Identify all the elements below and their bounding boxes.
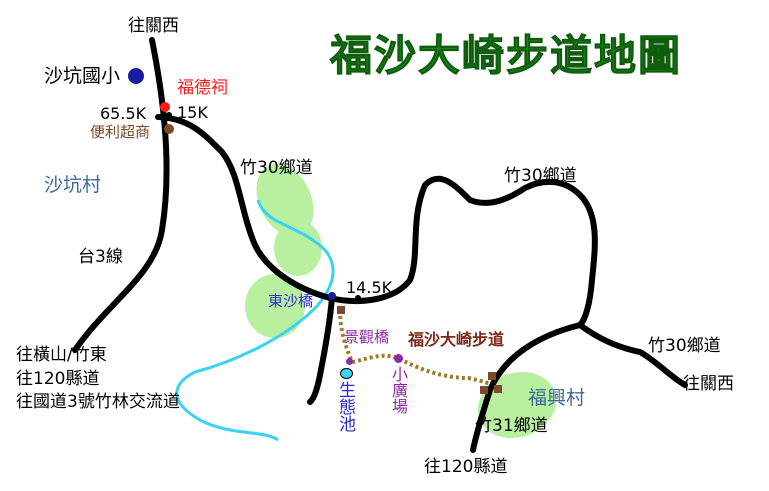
trail-path [338,309,491,386]
label-route-3: 台3線 [78,247,123,267]
label-trail-name: 福沙大崎步道 [408,330,505,349]
label-km-65-5: 65.5K [100,104,147,123]
label-fude-temple: 福德祠 [177,78,228,98]
label-to-county120-bottom: 往120縣道 [424,457,508,477]
label-dongsha-bridge: 東沙橋 [268,292,314,310]
trailhead-square-icon-3 [480,386,488,394]
school-icon [128,68,144,84]
eco-pond-icon [340,368,353,379]
trailhead-square-icon-4 [494,385,502,393]
label-to-guanxi-top: 往關西 [128,16,179,36]
road-bamboo30-right [577,322,688,388]
label-to-nat3: 往國道3號竹林交流道 [16,392,180,412]
label-shakeng-school: 沙坑國小 [44,65,121,87]
road-bamboo31 [470,322,583,453]
label-bamboo31: 竹31鄉道 [475,416,548,436]
label-bamboo30-top-right: 竹30鄉道 [504,166,577,186]
label-fuxing-village: 福興村 [528,387,586,409]
label-bamboo30-upper: 竹30鄉道 [240,158,313,178]
plaza-icon [394,354,403,363]
label-to-guanxi-right: 往關西 [683,374,734,394]
store-icon [164,124,174,134]
junction-dot-icon [166,112,172,118]
jingguan-bridge-icon [346,358,353,365]
label-km-14-5: 14.5K [346,278,393,297]
km-14-5-dot-icon [355,295,361,301]
label-shakeng-village: 沙坑村 [44,174,102,196]
river [175,199,335,442]
bridge-icon [328,292,336,300]
label-bamboo30-right: 竹30鄉道 [648,336,721,356]
trailhead-square-icon-2 [488,372,496,380]
label-small-plaza: 小廣場 [389,366,408,414]
label-jingguan-bridge: 景觀橋 [344,328,390,346]
label-to-hengshan: 往橫山/竹東 [16,345,107,365]
label-convenience-store: 便利超商 [90,123,151,141]
label-to-county120-left: 往120縣道 [16,369,100,389]
road-eco-pond [307,295,335,405]
green-area-middle [274,220,322,276]
temple-icon [160,102,170,112]
trailhead-square-icon-1 [337,306,345,314]
map-title: 福沙大崎步道地圖 [329,31,683,81]
label-km-15: 15K [177,103,208,122]
label-eco-pond: 生態池 [335,381,355,432]
green-area-bridge [245,274,305,338]
road-junction-east [155,114,598,328]
